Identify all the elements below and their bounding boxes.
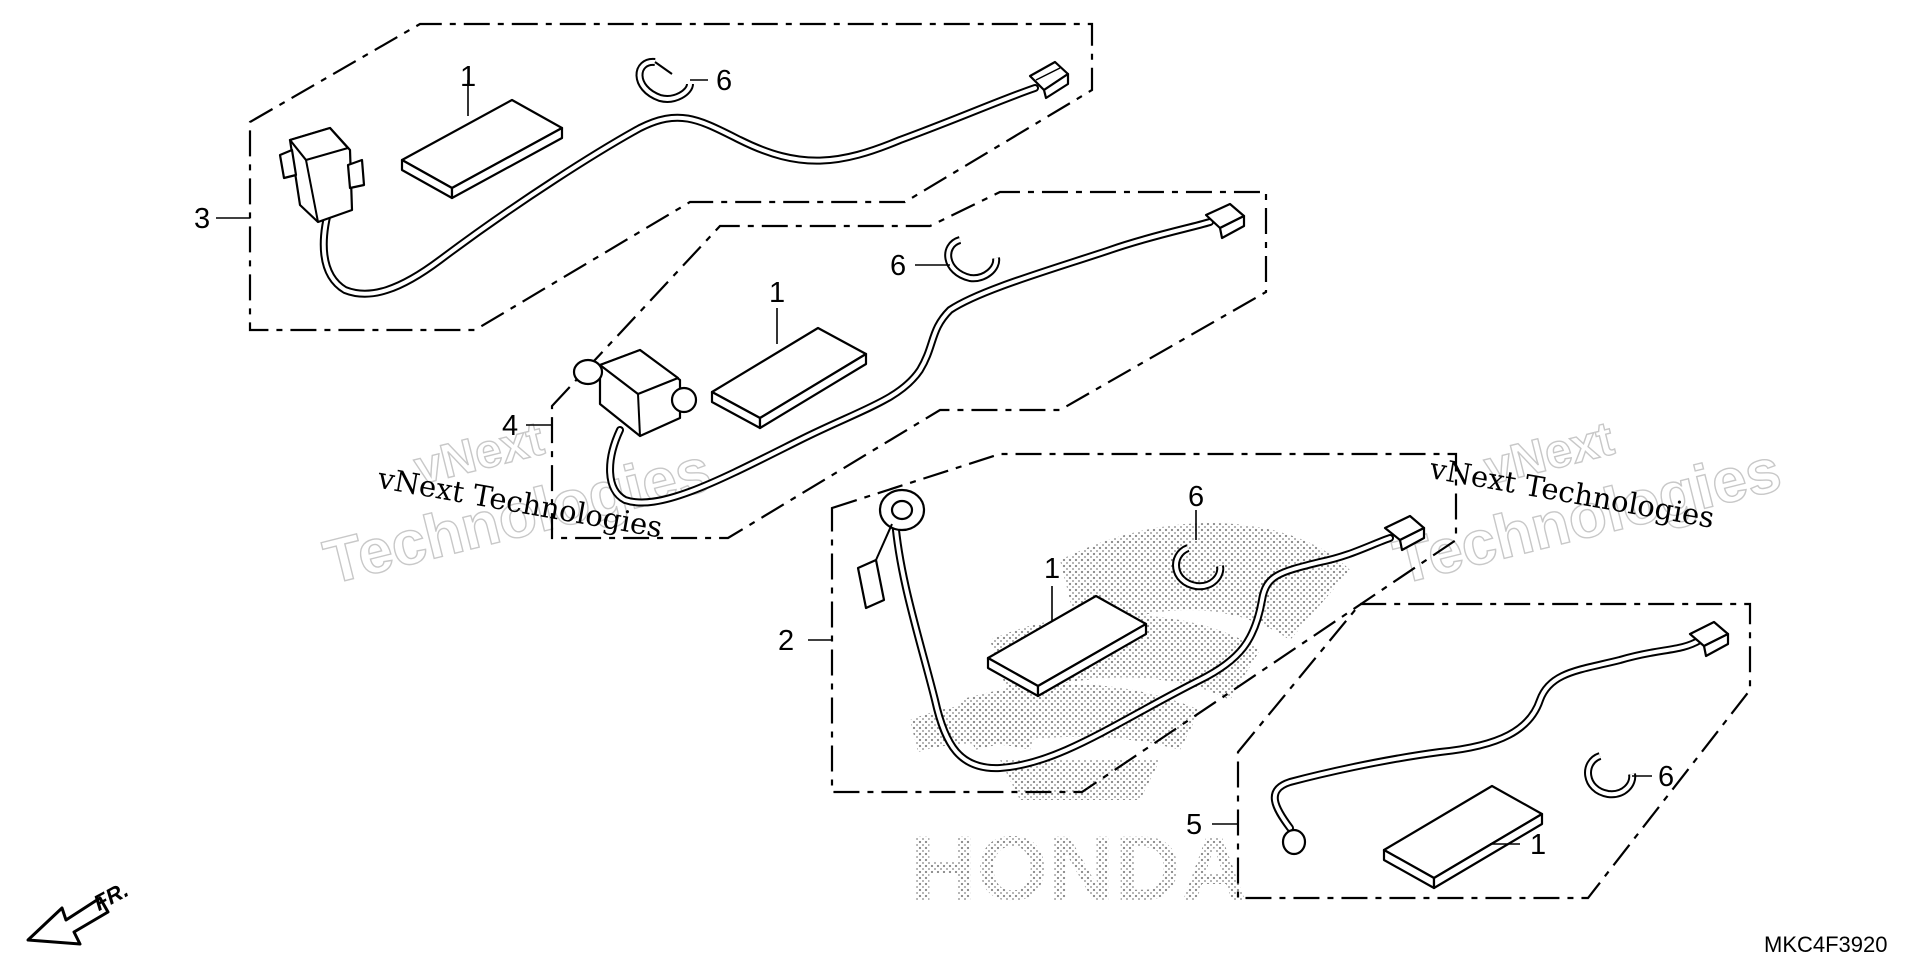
kit-4-pad (710, 326, 868, 430)
kit-3-module (278, 126, 366, 224)
kit-4-connector (1204, 202, 1246, 240)
callout-pad-c: 1 (1044, 553, 1060, 585)
kit-3-group (216, 22, 1094, 332)
kit-5-clip (1584, 752, 1637, 799)
callout-clip-b: 6 (890, 250, 906, 282)
kit-5-pad (1382, 784, 1544, 890)
kit-3-connector (1028, 60, 1070, 100)
front-direction-arrow-icon (26, 896, 110, 946)
callout-clip-a: 6 (716, 65, 732, 97)
kit-5-group (1212, 602, 1752, 900)
kit-4-group (526, 190, 1268, 540)
callout-kit-4: 4 (502, 410, 518, 442)
kit-5-plug (1281, 828, 1307, 856)
kit-3-pad (400, 98, 564, 200)
kit-2-clip (1172, 544, 1225, 591)
kit-2-group (808, 452, 1458, 794)
callout-clip-d: 6 (1658, 761, 1674, 793)
kit-5-connector (1688, 620, 1730, 658)
callout-pad-a: 1 (460, 61, 476, 93)
callout-clip-c: 6 (1188, 481, 1204, 513)
callout-kit-3: 3 (194, 203, 210, 235)
kit-3-clip (635, 58, 694, 103)
kit-4-clip (944, 236, 1001, 283)
callout-pad-b: 1 (769, 277, 785, 309)
callout-kit-5: 5 (1186, 809, 1202, 841)
kit-2-grommet (856, 488, 926, 610)
honda-logo-text: HONDA (910, 818, 1247, 920)
callout-pad-d: 1 (1530, 829, 1546, 861)
kit-2-pad (986, 594, 1148, 698)
kit-2-connector (1383, 514, 1426, 552)
callout-kit-2: 2 (778, 625, 794, 657)
diagram-code: MKC4F3920 (1764, 932, 1888, 957)
kit-4-module (572, 348, 698, 438)
